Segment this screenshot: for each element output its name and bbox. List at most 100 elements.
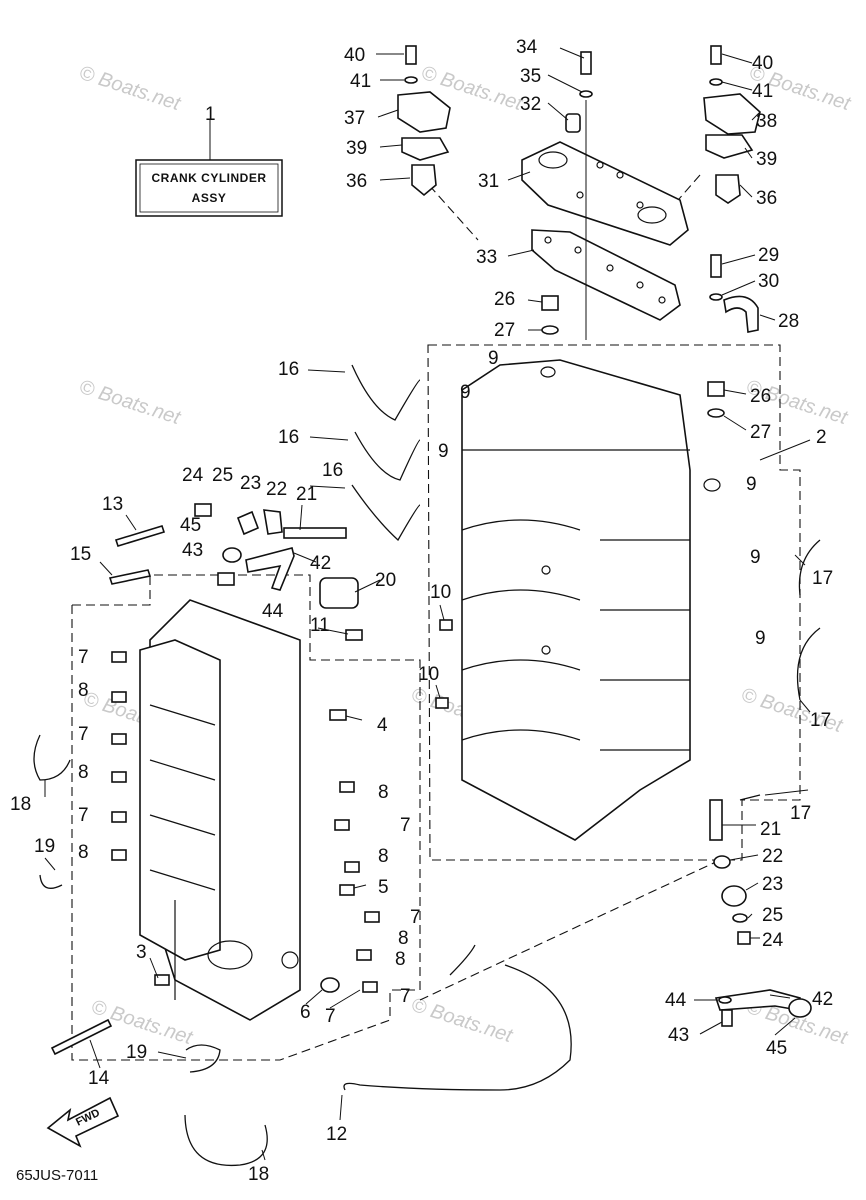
bolts	[50, 503, 235, 1056]
watermark: © Boats.net	[408, 994, 516, 1048]
assembly-title-line1: CRANK CYLINDER	[152, 171, 267, 185]
callout-label: 23	[240, 473, 261, 494]
callout-label: 45	[766, 1038, 787, 1059]
callout-label: 2	[816, 427, 827, 448]
callout-label: 22	[266, 479, 287, 500]
callout-label: 13	[102, 494, 123, 515]
callout-label: 17	[810, 710, 831, 731]
callout-label: 33	[476, 247, 497, 268]
callout-label: 11	[310, 615, 330, 636]
callout-label: 14	[88, 1068, 110, 1089]
callout-label: 43	[182, 540, 203, 561]
anode-bolts	[541, 254, 759, 418]
callout-label: 1	[205, 104, 216, 125]
callout-label: 42	[310, 553, 331, 574]
cover-gasket	[531, 229, 681, 321]
figure-code: 65JUS-7011	[16, 1167, 98, 1184]
callout-label: 7	[325, 1006, 336, 1027]
callout-label: 8	[78, 842, 89, 863]
callout-label: 41	[350, 71, 371, 92]
callout-label: 9	[488, 348, 499, 369]
callout-label: 44	[262, 601, 284, 622]
callout-label: 5	[378, 877, 389, 898]
callout-label: 9	[460, 382, 471, 403]
callout-label: 8	[378, 782, 389, 803]
callout-label: 8	[395, 949, 406, 970]
callout-label: 9	[746, 474, 757, 495]
callout-label: 9	[755, 628, 766, 649]
callout-label: 38	[756, 111, 777, 132]
thermostat-parts-right	[703, 45, 761, 204]
callout-label: 8	[78, 680, 89, 701]
callout-label: 16	[322, 460, 343, 481]
assembly-title-line2: ASSY	[192, 191, 227, 205]
callout-label: 36	[346, 171, 367, 192]
callout-label: 12	[326, 1124, 347, 1145]
callout-label: 40	[344, 45, 365, 66]
callout-label: 23	[762, 874, 783, 895]
callout-label: 27	[494, 320, 515, 341]
callout-label: 35	[520, 66, 541, 87]
callout-label: 21	[296, 484, 317, 505]
callout-label: 9	[438, 441, 449, 462]
callout-label: 18	[10, 794, 31, 815]
callout-label: 8	[78, 762, 89, 783]
callout-label: 20	[375, 570, 396, 591]
callout-label: 22	[762, 846, 783, 867]
assembly-label-box: CRANK CYLINDER ASSY	[135, 120, 283, 217]
callout-label: 27	[750, 422, 771, 443]
callout-label: 31	[478, 171, 499, 192]
callout-label: 9	[750, 547, 761, 568]
callout-label: 7	[410, 907, 421, 928]
callout-label: 41	[752, 81, 773, 102]
callout-label: 16	[278, 359, 299, 380]
callout-label: 24	[762, 930, 784, 951]
callout-label: 44	[665, 990, 687, 1011]
callout-label: 19	[34, 836, 55, 857]
callout-label: 34	[516, 37, 538, 58]
callout-label: 39	[346, 138, 367, 159]
callout-labels: 1 2 3 4 5 6 7 7 7 7 7 7 7 8 8 8 8 8 8 8 …	[10, 37, 833, 1185]
crankcase	[461, 359, 721, 841]
leader-lines	[44, 47, 811, 1161]
callout-label: 17	[790, 803, 811, 824]
callout-label: 26	[750, 386, 771, 407]
block-fittings	[111, 651, 380, 993]
callout-label: 36	[756, 188, 777, 209]
callout-label: 10	[418, 664, 439, 685]
callout-label: 30	[758, 271, 779, 292]
callout-label: 8	[398, 928, 409, 949]
cylinder-head-cover	[521, 141, 689, 246]
callout-label: 39	[756, 149, 777, 170]
callout-label: 25	[762, 905, 783, 926]
callout-label: 21	[760, 819, 781, 840]
callout-label: 3	[136, 942, 147, 963]
callout-label: 7	[78, 805, 89, 826]
callout-label: 25	[212, 465, 233, 486]
forward-direction-arrow: FWD	[46, 1096, 120, 1148]
callout-label: 32	[520, 94, 541, 115]
callout-label: 28	[778, 311, 799, 332]
callout-label: 6	[300, 1002, 311, 1023]
callout-label: 43	[668, 1025, 689, 1046]
callout-label: 18	[248, 1164, 269, 1185]
callout-label: 7	[400, 986, 411, 1007]
callout-label: 42	[812, 989, 833, 1010]
callout-label: 4	[377, 715, 388, 736]
callout-label: 7	[400, 815, 411, 836]
callout-label: 8	[378, 846, 389, 867]
callout-label: 45	[180, 515, 201, 536]
callout-label: 19	[126, 1042, 147, 1063]
linkage-parts	[222, 509, 812, 1027]
callout-label: 7	[78, 647, 89, 668]
hoses	[33, 364, 821, 1167]
callout-label: 17	[812, 568, 833, 589]
watermark: © Boats.net	[76, 62, 184, 116]
callout-label: 24	[182, 465, 204, 486]
callout-label: 29	[758, 245, 779, 266]
callout-label: 37	[344, 108, 365, 129]
callout-label: 15	[70, 544, 91, 565]
thermostat-parts-left	[397, 45, 451, 197]
cylinder-block	[139, 599, 301, 1021]
